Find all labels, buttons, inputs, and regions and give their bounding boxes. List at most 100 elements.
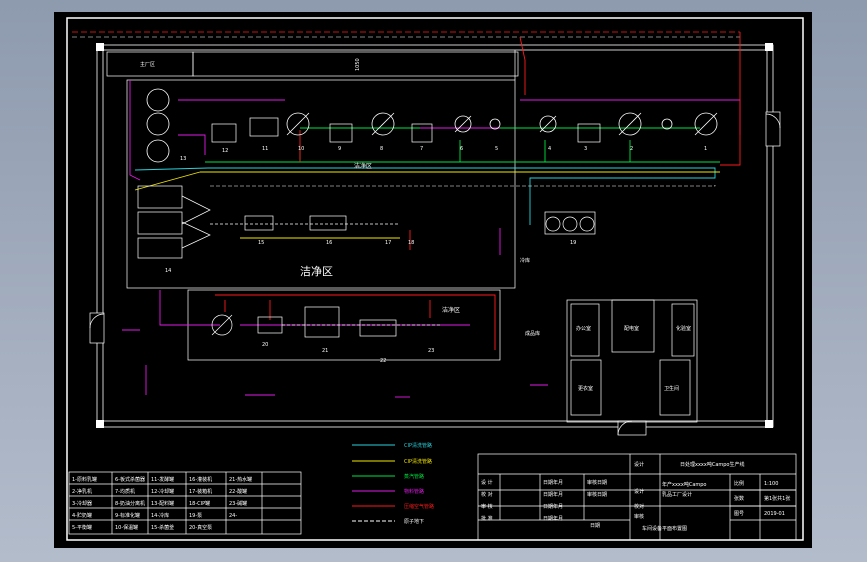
equipment-number: 15: [258, 240, 264, 246]
tb-row-mid: 日期年月: [543, 491, 563, 498]
equipment-number: 5: [495, 146, 498, 152]
partitions: [106, 50, 519, 361]
tb-row-left: 批 准: [481, 515, 493, 522]
parts-cell: 2-净乳机: [72, 488, 92, 495]
drawing-paper: [54, 12, 812, 548]
parts-cell: 13-配料罐: [151, 500, 174, 507]
zone-label-clean-small: 洁净区: [442, 306, 460, 314]
tb-drawing-name: 车间设备平面布置图: [642, 525, 687, 532]
tb-review-label: 审核: [634, 513, 644, 520]
equipment-number: 4: [548, 146, 551, 152]
tb-scale-value: 1:100: [764, 481, 778, 487]
parts-cell: 24-: [229, 513, 237, 519]
room-lab: 化验室: [676, 325, 691, 332]
tb-design-label: 设计: [634, 488, 644, 495]
side-label-store: 成品库: [525, 330, 540, 337]
parts-cell: 6-板式杀菌器: [115, 476, 145, 483]
tb-subtitle2: 乳品工厂设计: [662, 491, 692, 498]
tb-scale-label: 比例: [734, 480, 744, 487]
equipment-number: 14: [165, 268, 171, 274]
parts-cell: 18-CIP罐: [189, 500, 210, 507]
tb-row-mid2: 审核日期: [587, 491, 607, 498]
pipes: [122, 32, 741, 398]
top-tanks: [146, 88, 718, 163]
parts-cell: 8-奶油分离机: [115, 500, 145, 507]
equipment-number: 20: [262, 342, 268, 348]
equipment-number: 21: [322, 348, 328, 354]
parts-cell: 5-平衡罐: [72, 524, 92, 531]
parts-cell: 16-灌装机: [189, 476, 212, 483]
equipment-number: 3: [584, 146, 587, 152]
machines: [137, 117, 601, 338]
equipment-number: 23: [428, 348, 434, 354]
right-building: [566, 299, 698, 423]
parts-cell: 7-均质机: [115, 488, 135, 495]
parts-cell: 3-冷却器: [72, 500, 92, 507]
title-block: [477, 453, 797, 541]
tb-no-label: 图号: [734, 511, 744, 517]
tb-row-mid: 日期年月: [543, 503, 563, 510]
equipment-number: 11: [262, 146, 268, 152]
room-locker: 更衣室: [578, 385, 593, 392]
room-distribution: 配电室: [624, 325, 639, 332]
equipment-number: 12: [222, 148, 228, 154]
tb-row-left: 审 核: [481, 503, 493, 510]
parts-cell: 19-泵: [189, 513, 202, 519]
equipment-number: 17: [385, 240, 391, 246]
tb-sheet-value: 第1张共1张: [764, 495, 790, 502]
drawing-border: [66, 17, 804, 541]
side-label-cold: 冷库: [520, 257, 530, 264]
columns: [96, 43, 773, 428]
equipment-number: 10: [298, 146, 304, 152]
tb-school: 设计: [634, 461, 644, 468]
parts-cell: 12-冷却罐: [151, 488, 174, 495]
tb-row-mid2: 审核日期: [587, 479, 607, 486]
parts-cell: 10-保温罐: [115, 524, 138, 531]
dim-top-mid: 1050: [355, 58, 361, 71]
tb-row-left: 校 对: [481, 491, 493, 498]
equipment-number: 18: [408, 240, 414, 246]
legend: CIP清洗管路 CIP清洗管路 蒸汽管路 物料管路 压缩空气管路 原子地下: [352, 442, 434, 525]
parts-cell: 9-标准化罐: [115, 512, 140, 519]
tb-date: 日期: [590, 523, 600, 529]
parts-cell: 1-原料乳罐: [72, 476, 97, 483]
doors: [89, 111, 781, 436]
tb-check-label: 校对: [634, 503, 644, 510]
equipment-number: 8: [380, 146, 383, 152]
zone-label-process: 洁净区: [354, 162, 372, 170]
equipment-number: 9: [338, 146, 341, 152]
legend-label-0: CIP清洗管路: [404, 442, 432, 449]
label-main-area: 主厂区: [140, 61, 155, 68]
equipment-number: 6: [460, 146, 463, 152]
parts-cell: 20-真空泵: [189, 524, 212, 531]
legend-label-3: 物料管路: [404, 488, 424, 495]
parts-cell: 4-贮奶罐: [72, 512, 92, 519]
parts-cell: 17-装箱机: [189, 488, 212, 495]
equipment-number: 7: [420, 146, 423, 152]
tb-row-left: 设 计: [481, 479, 493, 486]
legend-label-1: CIP清洗管路: [404, 458, 432, 465]
equipment-number: 16: [326, 240, 332, 246]
tb-row-mid: 日期年月: [543, 515, 563, 522]
parts-cell: 23-碱罐: [229, 500, 247, 507]
tb-project-title: 日处理xxxx吨Campo生产线: [680, 461, 745, 468]
equipment-number: 1: [704, 146, 707, 152]
equipment-number: 22: [380, 358, 386, 364]
tb-no-value: 2019-01: [764, 511, 785, 517]
legend-label-5: 原子地下: [404, 518, 424, 525]
equipment-number: 2: [630, 146, 633, 152]
building-walls: [96, 44, 774, 428]
parts-cell: 14-冷库: [151, 512, 169, 519]
parts-table: [68, 471, 302, 535]
room-toilet: 卫生间: [664, 385, 679, 392]
legend-label-4: 压缩空气管路: [404, 503, 434, 510]
equipment-number: 19: [570, 240, 576, 246]
tb-sheet-label: 张数: [734, 495, 744, 502]
legend-label-2: 蒸汽管路: [404, 473, 424, 480]
parts-cell: 11-发酵罐: [151, 476, 174, 483]
zone-label-clean-main: 洁净区: [300, 264, 333, 278]
